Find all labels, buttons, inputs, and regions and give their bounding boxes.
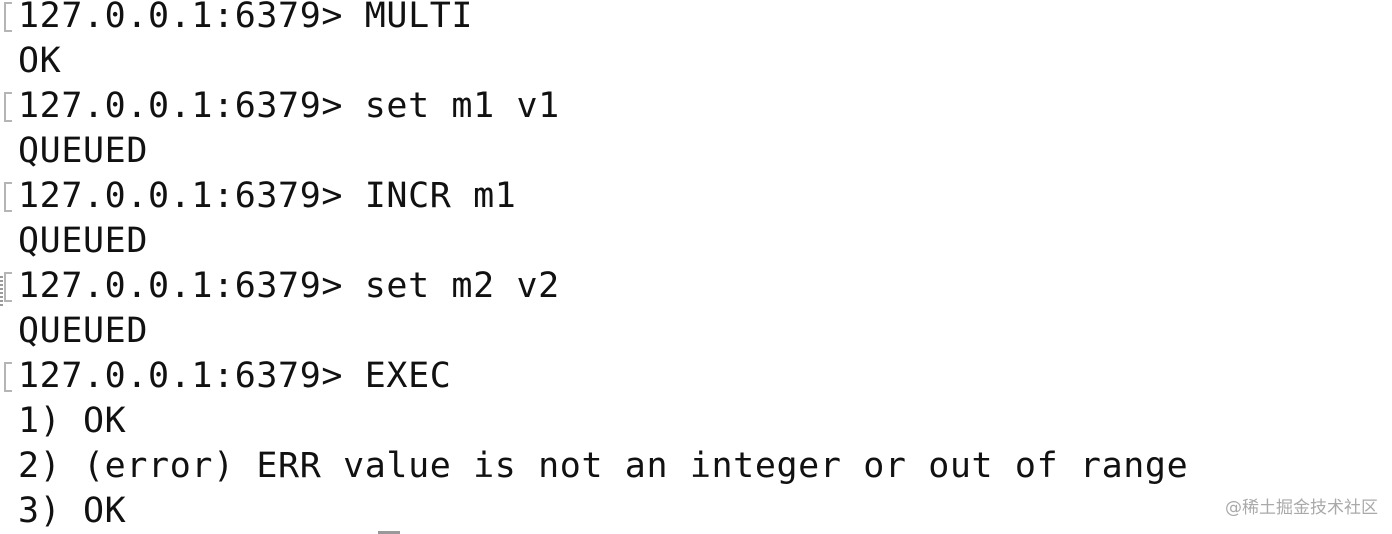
- command-marker: [4, 362, 12, 392]
- output-line: QUEUED: [18, 131, 149, 171]
- prompt-line-incr: 127.0.0.1:6379> INCR m1: [18, 176, 517, 216]
- command-marker: [4, 2, 12, 32]
- prompt-line-set-m2: 127.0.0.1:6379> set m2 v2: [18, 266, 560, 306]
- text-cursor: [378, 531, 400, 534]
- prompt-line-exec: 127.0.0.1:6379> EXEC: [18, 356, 452, 396]
- output-line: QUEUED: [18, 311, 149, 351]
- command-marker: [4, 92, 12, 122]
- watermark: @稀土掘金技术社区: [1225, 498, 1378, 518]
- exec-result-line: 1) OK: [18, 401, 127, 441]
- exec-error-line: 2) (error) ERR value is not an integer o…: [18, 446, 1189, 486]
- prompt-line-multi: 127.0.0.1:6379> MULTI: [18, 0, 474, 36]
- command-marker: [4, 272, 12, 302]
- output-line: QUEUED: [18, 221, 149, 261]
- prompt-line-set-m1: 127.0.0.1:6379> set m1 v1: [18, 86, 560, 126]
- scroll-gutter-marker: [0, 276, 3, 306]
- command-marker: [4, 182, 12, 212]
- exec-result-line: 3) OK: [18, 491, 127, 531]
- output-line: OK: [18, 41, 62, 81]
